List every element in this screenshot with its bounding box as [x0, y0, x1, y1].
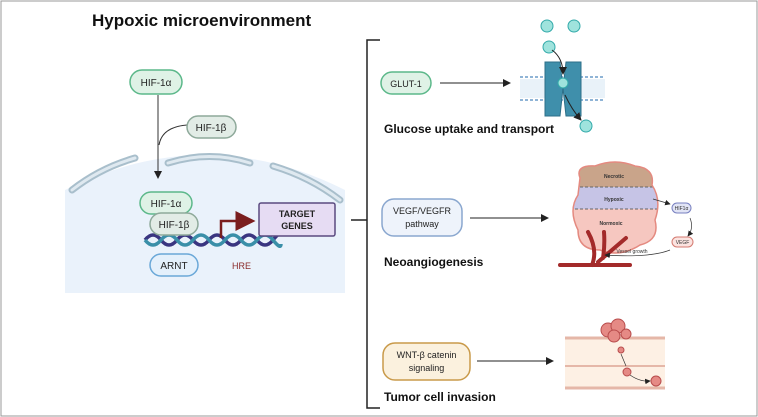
svg-text:signaling: signaling — [409, 363, 445, 373]
hif1a-pill-bound: HIF-1α — [139, 191, 193, 215]
hre-label: HRE — [232, 261, 251, 271]
bracket — [351, 39, 380, 409]
svg-text:HIF-1α: HIF-1α — [151, 199, 182, 210]
glucose-transporter-icon — [520, 19, 605, 133]
svg-text:VEGF/VEGFR: VEGF/VEGFR — [393, 206, 452, 216]
svg-text:VEGF: VEGF — [676, 240, 690, 246]
svg-text:Vessel growth: Vessel growth — [616, 249, 647, 255]
svg-text:Normoxic: Normoxic — [599, 221, 622, 227]
svg-text:GENES: GENES — [281, 221, 313, 231]
title: Hypoxic microenvironment — [92, 11, 312, 30]
invasion-caption: Tumor cell invasion — [384, 390, 496, 404]
transcription-arrow — [219, 211, 256, 238]
neoangiogenesis-caption: Neoangiogenesis — [384, 255, 484, 269]
svg-text:pathway: pathway — [405, 219, 439, 229]
svg-text:TARGET: TARGET — [279, 209, 316, 219]
svg-text:WNT-β catenin: WNT-β catenin — [397, 350, 457, 360]
vegf-pathway-box: VEGF/VEGFR pathway — [381, 198, 463, 237]
target-genes-box: TARGET GENES — [258, 202, 336, 237]
wnt-signaling-box: WNT-β catenin signaling — [382, 342, 471, 381]
svg-text:HIF-1β: HIF-1β — [196, 123, 227, 134]
tumor-invasion-illustration — [565, 318, 665, 390]
join-arrow — [158, 124, 188, 146]
svg-text:GLUT-1: GLUT-1 — [390, 79, 422, 89]
nucleus — [65, 153, 345, 293]
svg-text:HIF-1β: HIF-1β — [159, 220, 190, 231]
svg-text:Necrotic: Necrotic — [604, 174, 624, 180]
arnt-pill: ARNT — [149, 253, 199, 277]
glucose-caption: Glucose uptake and transport — [384, 122, 554, 136]
svg-text:HIF-1α: HIF-1α — [141, 78, 172, 89]
svg-text:Hypoxic: Hypoxic — [604, 197, 624, 203]
svg-text:ARNT: ARNT — [160, 261, 187, 272]
tumor-illustration: Necrotic Hypoxic Normoxic HIF1α VEGF Ves… — [558, 161, 694, 267]
glut1-pill: GLUT-1 — [380, 71, 432, 95]
hif1b-pill-top: HIF-1β — [186, 115, 237, 139]
hif1b-pill-bound: HIF-1β — [149, 212, 199, 236]
hif1a-pill-top: HIF-1α — [129, 69, 183, 95]
svg-text:HIF1α: HIF1α — [675, 206, 689, 212]
